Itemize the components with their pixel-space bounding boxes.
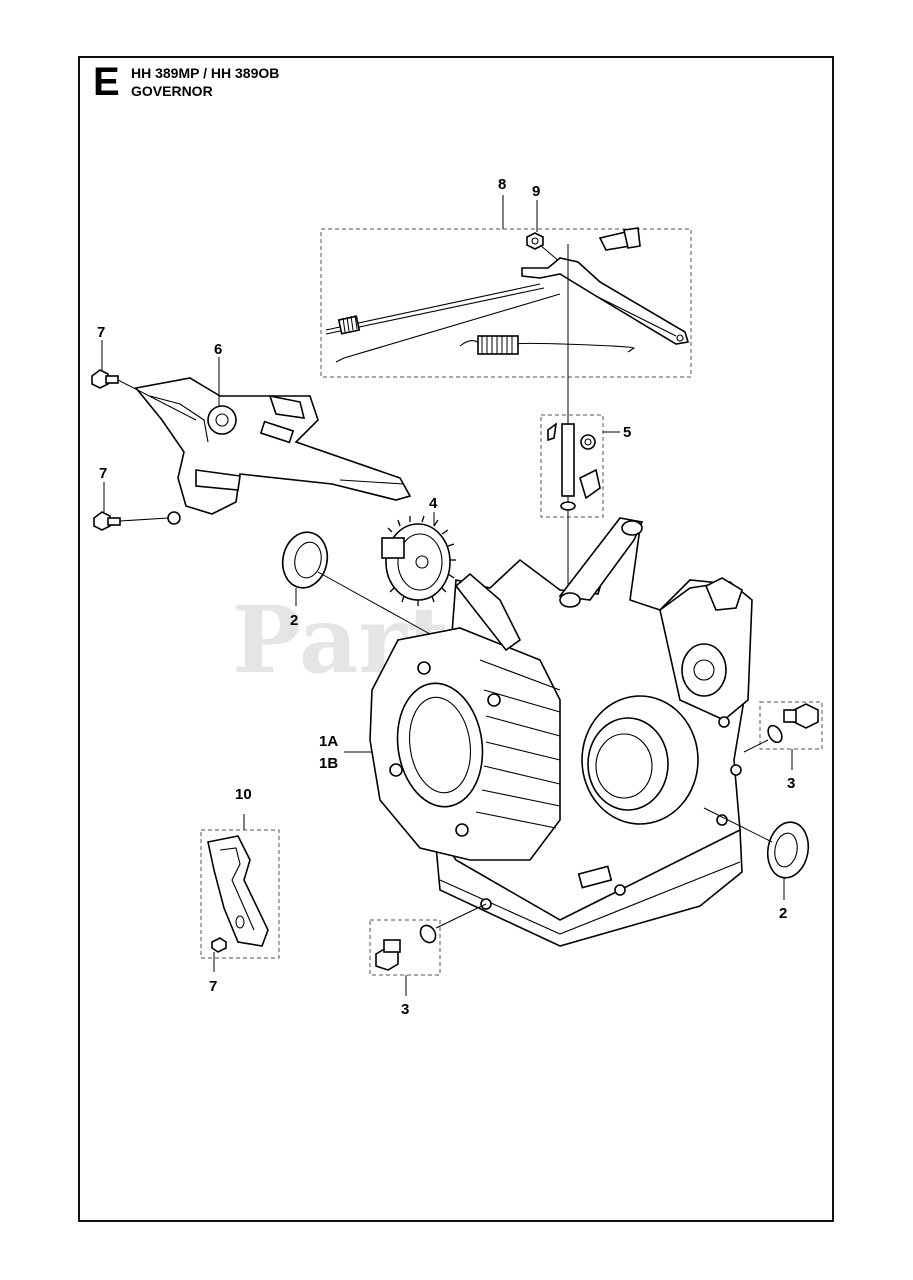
callout-10: 10 — [235, 786, 252, 803]
diagram-frame — [78, 56, 834, 1222]
group-box-plug-bottom — [369, 919, 441, 976]
callout-4: 4 — [429, 495, 438, 512]
governor-shaft-group — [547, 422, 620, 511]
model-title: HH 389MP / HH 389OB — [131, 65, 280, 81]
callout-6: 6 — [214, 341, 222, 358]
section-letter: E — [93, 60, 120, 104]
deflector-bracket — [207, 814, 269, 972]
callout-7-mid: 7 — [99, 465, 107, 482]
oil-seal-left — [281, 531, 431, 635]
governor-gear-group — [381, 512, 456, 606]
callout-1a: 1A — [319, 733, 338, 750]
oil-seal-right — [703, 807, 810, 900]
group-box-governor-shaft — [540, 414, 604, 518]
callout-2-left: 2 — [290, 612, 298, 629]
control-plate-group — [91, 369, 412, 531]
callout-9: 9 — [532, 183, 540, 200]
group-box-plug-right — [759, 701, 823, 750]
callout-5: 5 — [623, 424, 631, 441]
group-box-bracket — [200, 829, 280, 959]
callout-3-bottom: 3 — [401, 1001, 409, 1018]
callout-7-bottom: 7 — [209, 978, 217, 995]
callout-2-right: 2 — [779, 905, 787, 922]
callout-1b: 1B — [319, 755, 338, 772]
group-box-linkage — [320, 228, 692, 378]
callout-7-top: 7 — [97, 324, 105, 341]
callout-8: 8 — [498, 176, 506, 193]
group-title: GOVERNOR — [131, 83, 213, 99]
crankcase — [344, 517, 753, 947]
callout-3-right: 3 — [787, 775, 795, 792]
drain-plug-right — [743, 703, 819, 770]
drain-plug-bottom — [375, 903, 487, 996]
governor-linkage-group — [325, 227, 690, 600]
